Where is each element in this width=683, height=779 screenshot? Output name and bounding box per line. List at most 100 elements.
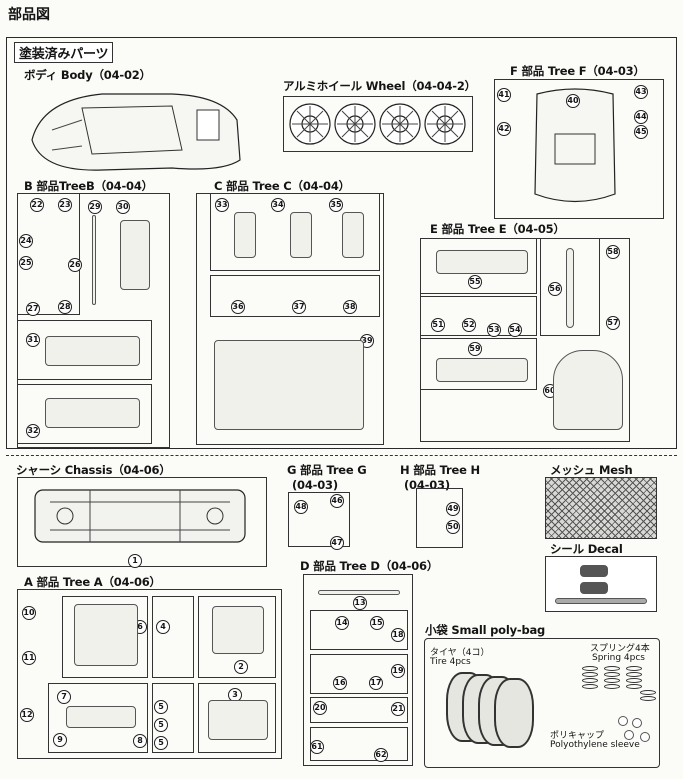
seat-part	[342, 212, 364, 258]
spring	[640, 690, 656, 695]
poly-sleeve	[640, 732, 650, 742]
part-number: 27	[26, 302, 40, 316]
spring	[582, 672, 598, 677]
part-number: 10	[22, 606, 36, 620]
tree-f-hood-drawing	[534, 88, 616, 203]
tree-b-title: B 部品TreeB（04-04）	[24, 179, 153, 193]
hood-part	[553, 350, 623, 430]
decal-car-graphic	[580, 565, 608, 577]
spring	[582, 684, 598, 689]
wing-part	[436, 250, 528, 274]
part-number: 7	[57, 690, 71, 704]
part-number: 26	[68, 258, 82, 272]
spring	[640, 696, 656, 701]
part-number: 21	[391, 702, 405, 716]
tree-h-title: H 部品 Tree H	[400, 463, 480, 477]
part-number: 46	[330, 494, 344, 508]
part-number: 49	[446, 502, 460, 516]
part-number: 38	[343, 300, 357, 314]
interior-tub-part	[74, 604, 138, 666]
part-number: 45	[634, 125, 648, 139]
spring-label-jp: スプリング4本	[590, 644, 650, 654]
part-number: 36	[231, 300, 245, 314]
decal-car-graphic	[580, 582, 608, 594]
part-number: 15	[370, 616, 384, 630]
spring	[582, 666, 598, 671]
part-number: 37	[292, 300, 306, 314]
part-number: 2	[234, 660, 248, 674]
part-number: 34	[271, 198, 285, 212]
tree-d-cell	[310, 727, 408, 761]
part-number: 32	[26, 424, 40, 438]
poly-sleeve	[618, 716, 628, 726]
part-number: 48	[294, 500, 308, 514]
part-number: 23	[58, 198, 72, 212]
tree-c-cell	[210, 193, 380, 271]
tree-c-cell	[210, 275, 380, 317]
tree-e-title: E 部品 Tree E（04-05）	[430, 222, 565, 236]
tree-d-frame	[303, 574, 413, 766]
part-number: 47	[330, 536, 344, 550]
spring	[626, 666, 642, 671]
part-number: 22	[30, 198, 44, 212]
spring	[626, 672, 642, 677]
seat-part	[45, 398, 140, 428]
page-title: 部品図	[8, 7, 50, 23]
part-number: 13	[353, 596, 367, 610]
spring	[604, 684, 620, 689]
tree-a-cell	[62, 596, 148, 678]
polybag-frame	[424, 638, 660, 768]
spring	[604, 678, 620, 683]
part-number: 5	[154, 736, 168, 750]
tree-a-title: A 部品 Tree A（04-06）	[24, 575, 161, 589]
part-number: 5	[154, 718, 168, 732]
body-title: ボディ Body（04-02）	[24, 68, 151, 82]
driveshaft-part	[318, 590, 400, 595]
tree-e-cell	[540, 238, 600, 336]
part-number: 57	[606, 316, 620, 330]
tire-label-en: Tire 4pcs	[430, 657, 471, 667]
part-number: 8	[133, 734, 147, 748]
chassis-drawing	[34, 489, 246, 543]
part-number: 5	[154, 700, 168, 714]
part-number: 12	[20, 708, 34, 722]
tree-b-cell	[17, 193, 80, 315]
tree-d-cell	[310, 654, 408, 694]
spring	[604, 666, 620, 671]
tree-d-cell	[310, 610, 408, 650]
spring	[604, 672, 620, 677]
mesh-sheet	[545, 477, 657, 539]
part-number: 62	[374, 748, 388, 762]
part-number: 52	[462, 318, 476, 332]
part-number: 51	[431, 318, 445, 332]
spring	[626, 678, 642, 683]
spring	[626, 684, 642, 689]
decal-strip	[555, 598, 647, 604]
part-number: 29	[88, 200, 102, 214]
tree-g-code: (04-03)	[292, 478, 338, 492]
part-number: 40	[566, 94, 580, 108]
floor-part	[214, 340, 364, 430]
part-number: 35	[329, 198, 343, 212]
part-number: 25	[19, 256, 33, 270]
decal-title: シール Decal	[550, 542, 623, 556]
part-number: 41	[497, 88, 511, 102]
part-number: 18	[391, 628, 405, 642]
part-number: 44	[634, 110, 648, 124]
tree-a-cell	[198, 596, 276, 678]
wheel-frame	[283, 96, 473, 152]
tree-g-title: G 部品 Tree G	[287, 463, 367, 477]
tire-label-jp: タイヤ（4コ）	[430, 648, 490, 658]
tree-c-title: C 部品 Tree C（04-04）	[214, 179, 350, 193]
mesh-title: メッシュ Mesh	[550, 463, 633, 477]
part-number: 24	[19, 234, 33, 248]
tree-b-cell	[17, 320, 152, 380]
seat-part	[234, 212, 256, 258]
part-number: 30	[116, 200, 130, 214]
section-divider	[6, 455, 677, 456]
part-number: 20	[313, 701, 327, 715]
part-number: 33	[215, 198, 229, 212]
tree-f-title: F 部品 Tree F（04-03）	[510, 64, 645, 78]
part-number: 54	[508, 323, 522, 337]
sleeve-label-en: Polyothylene sleeve	[550, 740, 640, 750]
